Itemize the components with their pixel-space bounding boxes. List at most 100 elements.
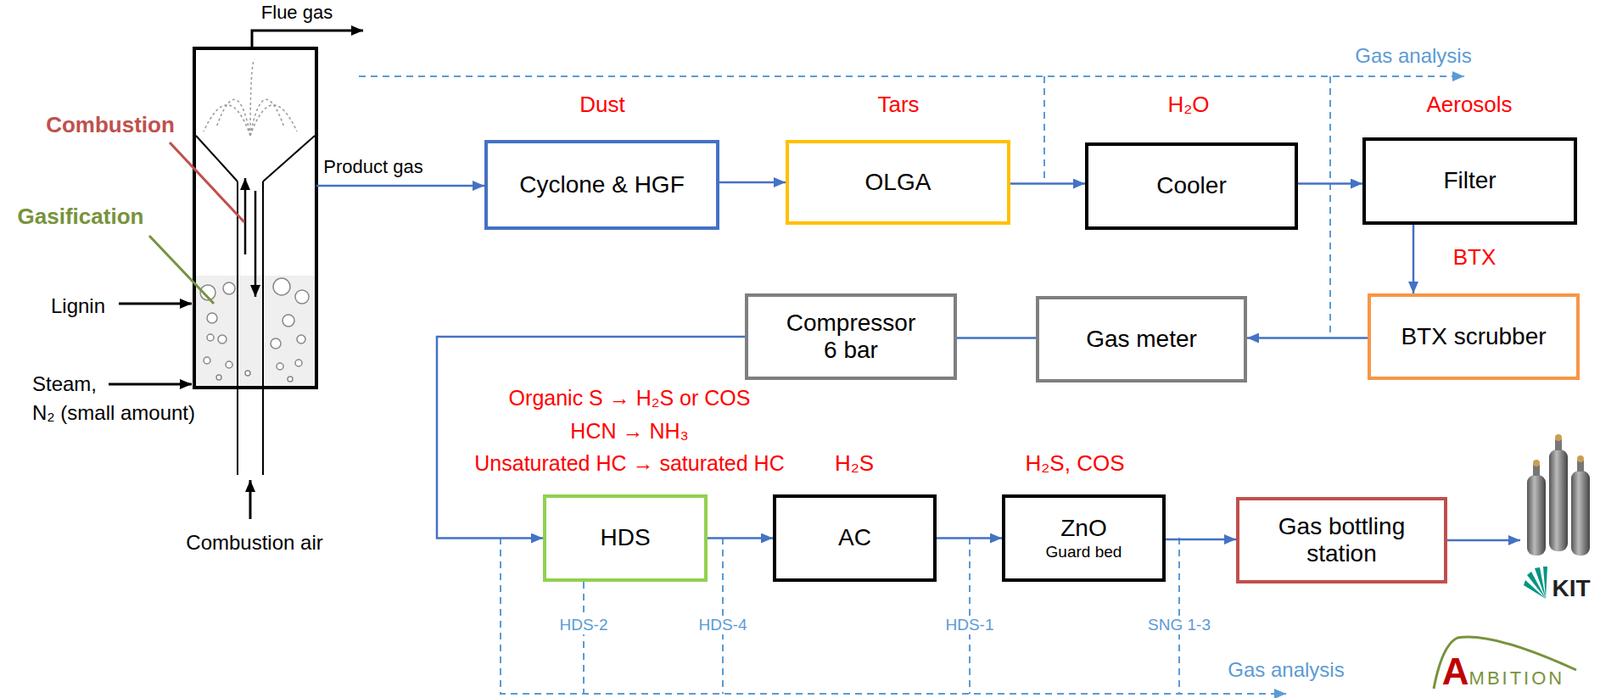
bubble [203,357,211,364]
process-box: Filter [1362,137,1578,225]
dashed-line [582,581,585,694]
process-box: Cyclone & HGF [484,139,720,230]
bubble [295,359,303,367]
cylinder [1549,449,1568,552]
flow-connector [1297,182,1363,185]
bubble [273,278,291,296]
removed-species: H₂S, COS [1025,451,1125,477]
leader-line [149,235,214,304]
flow-connector [719,181,786,185]
fountain-curve [216,99,251,136]
removed-species: Dust [579,92,625,118]
sample-point: HDS-1 [942,615,996,635]
logo-text: KIT [1551,575,1590,603]
flow-connector [936,537,1002,540]
gasifier-vessel [194,48,317,388]
valve-knob [1555,434,1562,442]
box-label: BTX scrubber [1400,323,1546,351]
reaction-note: HCN → NH₃ [570,419,689,444]
valve-knob [1577,455,1584,463]
process-box: Gas meter [1035,296,1248,383]
gas-cylinders [1527,434,1590,556]
box-sublabel: Guard bed [1046,542,1123,562]
bubble [296,335,306,344]
cylinder [1571,470,1590,556]
process-box: ZnOGuard bed [1001,494,1166,582]
feed-label: Steam, [32,372,97,397]
reaction-note: Unsaturated HC → saturated HC [474,451,784,476]
fountain-curves [203,59,297,136]
feed-label: Lignin [50,294,106,319]
sample-point: HDS-4 [695,615,750,635]
box-label: AC [838,524,872,552]
box-label: Gas bottling station [1253,513,1432,568]
riser-wall [236,181,239,476]
zone-label: Combustion [45,112,175,139]
bubble [223,282,235,295]
bubble [270,338,281,349]
bubble [276,363,284,370]
box-label: Cooler [1156,172,1226,200]
box-label: Compressor 6 bar [778,309,924,364]
box-label: OLGA [865,168,932,196]
bubble [206,334,214,342]
air-arrow [249,480,252,520]
bubble [216,374,222,381]
cylinder [1527,475,1546,556]
gas-analysis-lines [358,76,1465,694]
process-box: BTX scrubber [1367,293,1580,381]
removed-species: H₂S [834,451,874,477]
sample-point: HDS-2 [556,615,610,635]
bubble [245,370,251,376]
feed-label: Combustion air [185,531,323,555]
process-box: HDS [542,494,708,582]
flow-connector [707,537,773,540]
flow-connector [1010,182,1086,185]
dashed-line [1329,76,1332,338]
bubble [218,335,227,344]
feed-arrow [108,383,192,387]
removed-species: Tars [877,92,919,118]
bubble [206,313,218,324]
bottling-arrow [1447,539,1521,543]
dashed-line [358,75,1465,78]
stream-label: Product gas [323,156,423,178]
flow-arrow [254,190,258,297]
flue-gas-arrow [251,30,364,49]
process-box: Cooler [1085,142,1298,230]
feed-arrow [118,302,192,306]
flow-connector [956,336,1036,340]
process-box: Gas bottling station [1236,497,1448,584]
bubble [225,361,233,369]
flow-arrow [244,178,247,255]
box-label: HDS [599,524,650,552]
box-label: Gas meter [1085,325,1198,353]
riser-wall [262,181,264,476]
removed-species: Aerosols [1426,92,1512,118]
fountain-curve [250,59,255,136]
flow-connector [1247,336,1368,340]
stream-label: Flue gas [261,1,333,23]
removed-species: BTX [1453,245,1497,271]
bubble [295,290,309,304]
kit-logo-fan [1523,566,1548,599]
flow-connector [1165,538,1237,542]
bubble [287,376,293,382]
analysis-label: Gas analysis [1354,44,1472,68]
funnel-wall [262,135,315,182]
valve-knob [1532,459,1540,467]
fountain-curve [250,99,285,136]
bubble [282,314,295,327]
process-box: AC [772,494,937,582]
box-label: Cyclone & HGF [519,171,685,199]
funnel-wall [195,135,238,182]
logo-text: AMBITION [1442,650,1565,694]
feed-label: N₂ (small amount) [32,401,196,426]
process-box: OLGA [785,139,1011,225]
flow-connector [1412,224,1416,294]
product-gas-arrow [316,184,485,188]
reaction-note: Organic S → H₂S or COS [509,386,751,411]
analysis-label: Gas analysis [1227,658,1344,683]
dashed-line [1043,76,1046,184]
